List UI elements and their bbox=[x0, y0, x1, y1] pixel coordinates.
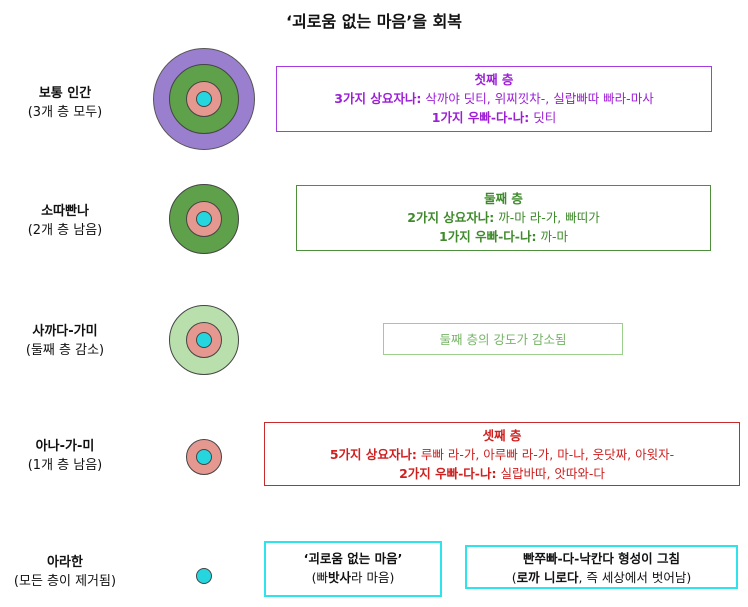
fetters-label: 5가지 상요자나: bbox=[329, 447, 417, 462]
diagram-title: ‘괴로움 없는 마음’을 회복 bbox=[285, 12, 463, 31]
layer3-ring bbox=[186, 439, 222, 475]
core-circle bbox=[196, 91, 212, 107]
fetters-list: 까-마 라-가, 빠띠가 bbox=[494, 210, 600, 225]
weakened-text: 둘째 층의 강도가 감소됨 bbox=[439, 332, 567, 347]
row-name: 소따빤나 bbox=[41, 204, 89, 219]
box-line1: ‘괴로움 없는 마음’ bbox=[303, 551, 403, 566]
unsuffering-mind-box: ‘괴로움 없는 마음’ (빠밧사라 마음) bbox=[264, 541, 442, 597]
box-heading: 셋째 층 bbox=[482, 428, 522, 443]
row-sub: (3개 층 모두) bbox=[27, 105, 103, 120]
row-sub: (둘째 층 감소) bbox=[25, 343, 105, 358]
box-line2-bold: 로까 니로다 bbox=[516, 570, 579, 585]
core-circle bbox=[196, 332, 212, 348]
row-sub: (2개 층 남음) bbox=[27, 223, 103, 238]
row-name: 보통 인간 bbox=[38, 86, 92, 101]
clinging-list: 딧티 bbox=[529, 110, 557, 125]
row-label-sakadagami: 사까다-가미 (둘째 층 감소) bbox=[0, 322, 130, 360]
core-circle bbox=[196, 211, 212, 227]
row-label-sotapanna: 소따빤나 (2개 층 남음) bbox=[0, 202, 130, 240]
weakened-info-box: 둘째 층의 강도가 감소됨 bbox=[383, 323, 623, 355]
box-line2-pre: ( bbox=[511, 570, 517, 585]
fetters-list: 삭까야 딧티, 위찌낏차-, 실랍빠따 빠라-마사 bbox=[421, 91, 654, 106]
row-name: 아나-가-미 bbox=[35, 439, 95, 454]
row-label-anagami: 아나-가-미 (1개 층 남음) bbox=[0, 437, 130, 475]
box-line2-post: , 즉 세상에서 벗어남) bbox=[578, 570, 692, 585]
row-sub: (모든 층이 제거됨) bbox=[13, 574, 117, 589]
box-heading: 첫째 층 bbox=[474, 72, 514, 87]
box-line1: 빤쭈빠-다-낙칸다 형성이 그침 bbox=[522, 551, 681, 566]
clinging-label: 2가지 우빠-다-나: bbox=[399, 466, 497, 481]
layer1-info-box: 첫째 층 3가지 상요자나: 삭까야 딧티, 위찌낏차-, 실랍빠따 빠라-마사… bbox=[276, 66, 712, 132]
layer2-info-box: 둘째 층 2가지 상요자나: 까-마 라-가, 빠띠가 1가지 우빠-다-나: … bbox=[296, 185, 711, 251]
row-name: 사까다-가미 bbox=[32, 324, 98, 339]
fetters-label: 2가지 상요자나: bbox=[407, 210, 495, 225]
fetters-label: 3가지 상요자나: bbox=[334, 91, 422, 106]
core-circle bbox=[196, 568, 212, 584]
row-label-ordinary-human: 보통 인간 (3개 층 모두) bbox=[0, 84, 130, 122]
core-circle bbox=[196, 449, 212, 465]
row-label-arahant: 아라한 (모든 층이 제거됨) bbox=[0, 553, 133, 591]
clinging-list: 실랍바따, 앗따와-다 bbox=[496, 466, 605, 481]
box-line2-post: 라 마음) bbox=[351, 570, 395, 585]
layer3-info-box: 셋째 층 5가지 상요자나: 루빠 라-가, 아루빠 라-가, 마-나, 웃닷짜… bbox=[264, 422, 740, 486]
box-heading: 둘째 층 bbox=[484, 191, 523, 206]
cessation-box: 빤쭈빠-다-낙칸다 형성이 그침 (로까 니로다, 즉 세상에서 벗어남) bbox=[465, 545, 738, 589]
fetters-list: 루빠 라-가, 아루빠 라-가, 마-나, 웃닷짜, 아윗자- bbox=[416, 447, 675, 462]
box-line2-pre: (빠 bbox=[311, 570, 328, 585]
row-name: 아라한 bbox=[47, 555, 83, 570]
clinging-label: 1가지 우빠-다-나: bbox=[439, 229, 537, 244]
box-line2-bold: 밧사 bbox=[328, 570, 352, 585]
row-sub: (1개 층 남음) bbox=[27, 458, 103, 473]
clinging-list: 까-마 bbox=[536, 229, 568, 244]
clinging-label: 1가지 우빠-다-나: bbox=[431, 110, 530, 125]
